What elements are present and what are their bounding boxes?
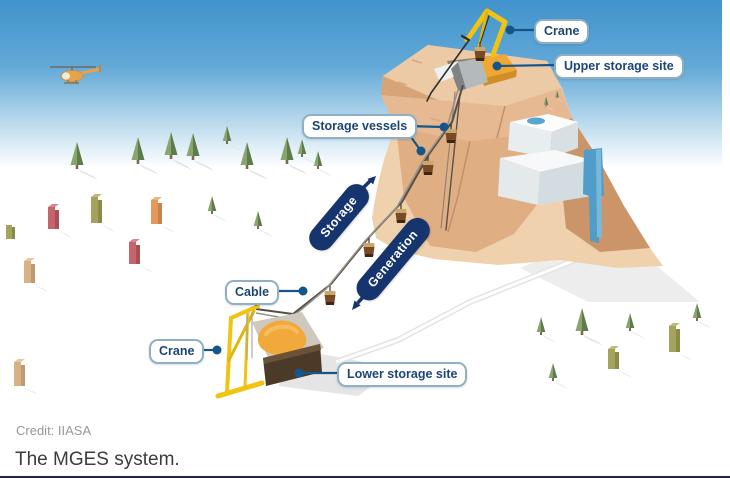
label-storage-vessels: Storage vessels [302, 114, 418, 139]
block-columns [6, 194, 693, 395]
figure-caption: The MGES system. [15, 449, 180, 470]
label-upper-storage-site: Upper storage site [554, 54, 684, 79]
label-crane-upper: Crane [534, 19, 590, 44]
lower-storage-site [252, 312, 324, 386]
label-crane-lower: Crane [149, 339, 205, 364]
label-cable: Cable [225, 280, 280, 305]
trail-path [334, 255, 582, 365]
divider [0, 476, 730, 478]
helicopter-icon [50, 65, 101, 84]
image-credit: Credit: IIASA [16, 423, 92, 438]
sky [0, 0, 722, 168]
lower-crane-icon [215, 298, 267, 399]
glacier-icon [498, 90, 604, 243]
label-lower-storage-site: Lower storage site [337, 362, 468, 387]
